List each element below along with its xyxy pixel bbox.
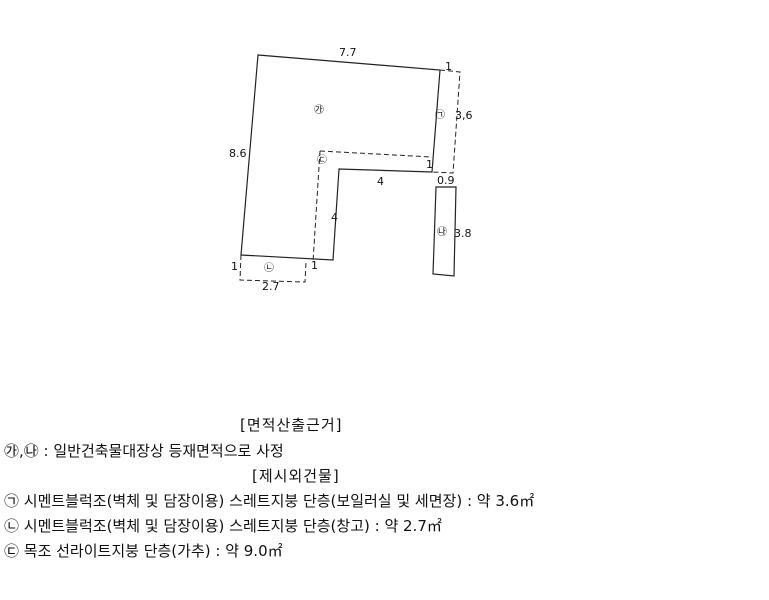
extra-building-item: ㉡ 시멘트블럭조(벽체 및 담장이용) 스레트지붕 단층(창고) : 약 2.7… xyxy=(4,517,442,535)
dim-left-height: 8.6 xyxy=(229,147,247,160)
extension-b-outline xyxy=(239,254,307,283)
extension-c-outline-2 xyxy=(312,150,321,263)
mark-wing-a: ㉠ xyxy=(435,109,445,121)
dim-wing-small-left: 1 xyxy=(426,158,433,171)
dim-inner-width: 4 xyxy=(377,175,384,188)
dim-annex-height: 3.8 xyxy=(454,227,472,240)
extension-a-outline xyxy=(431,69,461,174)
mark-main: ㉮ xyxy=(314,104,324,116)
mark-wing-c: ㉢ xyxy=(317,154,327,166)
extra-building-item: ㉠ 시멘트블럭조(벽체 및 담장이용) 스레트지붕 단층(보일러실 및 세면장)… xyxy=(4,492,535,510)
extra-buildings-header: [제시외건물] xyxy=(252,467,340,485)
dim-bottom-width: 2.7 xyxy=(262,280,280,293)
mark-annex: ㉯ xyxy=(437,226,447,238)
extension-c-outline xyxy=(319,150,433,158)
dim-wing-small-right: 1 xyxy=(445,60,452,73)
dim-annex-width: 0.9 xyxy=(437,174,455,187)
dim-bottom-small-left: 1 xyxy=(231,260,238,273)
dim-bottom-small-right: 1 xyxy=(311,259,318,272)
dim-wing-height: 3,6 xyxy=(455,109,473,122)
mark-wing-b: ㉡ xyxy=(264,262,274,274)
annex-building-outline xyxy=(432,186,457,277)
basis-header: [면적산출근거] xyxy=(240,416,343,434)
basis-text: ㉮,㉯ : 일반건축물대장상 등재면적으로 사정 xyxy=(4,442,284,460)
extra-building-item: ㉢ 목조 선라이트지붕 단층(가추) : 약 9.0㎡ xyxy=(4,542,283,560)
dim-top-width: 7.7 xyxy=(339,46,357,59)
dim-inner-height: 4 xyxy=(331,211,338,224)
